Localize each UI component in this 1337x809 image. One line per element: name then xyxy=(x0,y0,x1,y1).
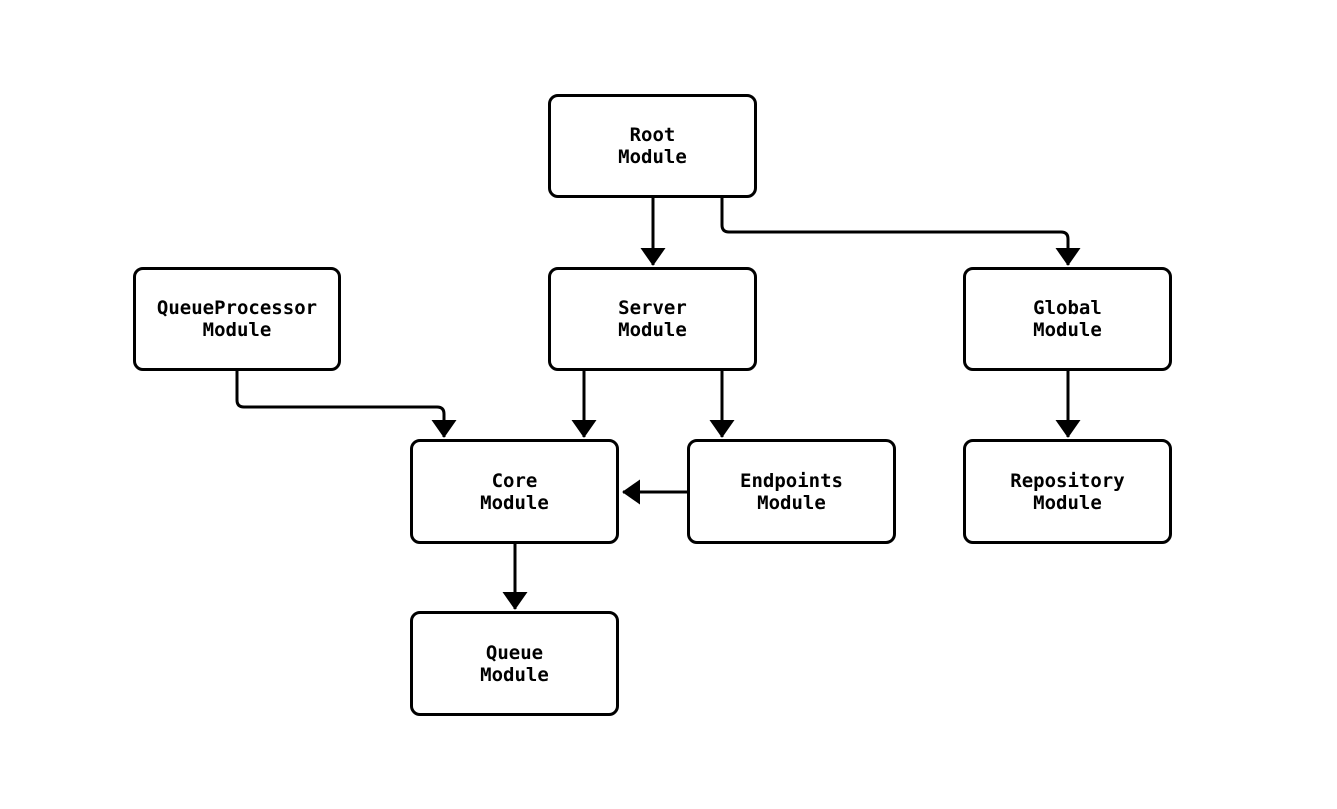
node-label-line: QueueProcessor xyxy=(156,297,318,319)
node-label-line: Repository xyxy=(1010,469,1125,492)
node-label-line: Module xyxy=(618,319,687,341)
edge-group xyxy=(235,198,1081,610)
node-label-line: Server xyxy=(618,297,687,319)
node-label-line: Root xyxy=(629,124,676,146)
node-label-line: Core xyxy=(491,469,538,492)
edge-root-to-global xyxy=(720,198,1081,266)
node-label-line: Module xyxy=(757,491,826,514)
node-label-line: Module xyxy=(618,146,687,168)
node-label-line: Module xyxy=(480,663,549,686)
node-label-line: Module xyxy=(1033,319,1102,341)
edge-queueprocessor-to-core xyxy=(235,371,457,438)
node-label-line: Queue xyxy=(485,641,544,664)
node-label-line: Module xyxy=(480,491,549,514)
node-label-line: Module xyxy=(1033,491,1102,514)
node-label-line: Module xyxy=(202,319,272,341)
node-label-line: Endpoints xyxy=(740,469,843,492)
node-label-line: Global xyxy=(1033,297,1102,319)
